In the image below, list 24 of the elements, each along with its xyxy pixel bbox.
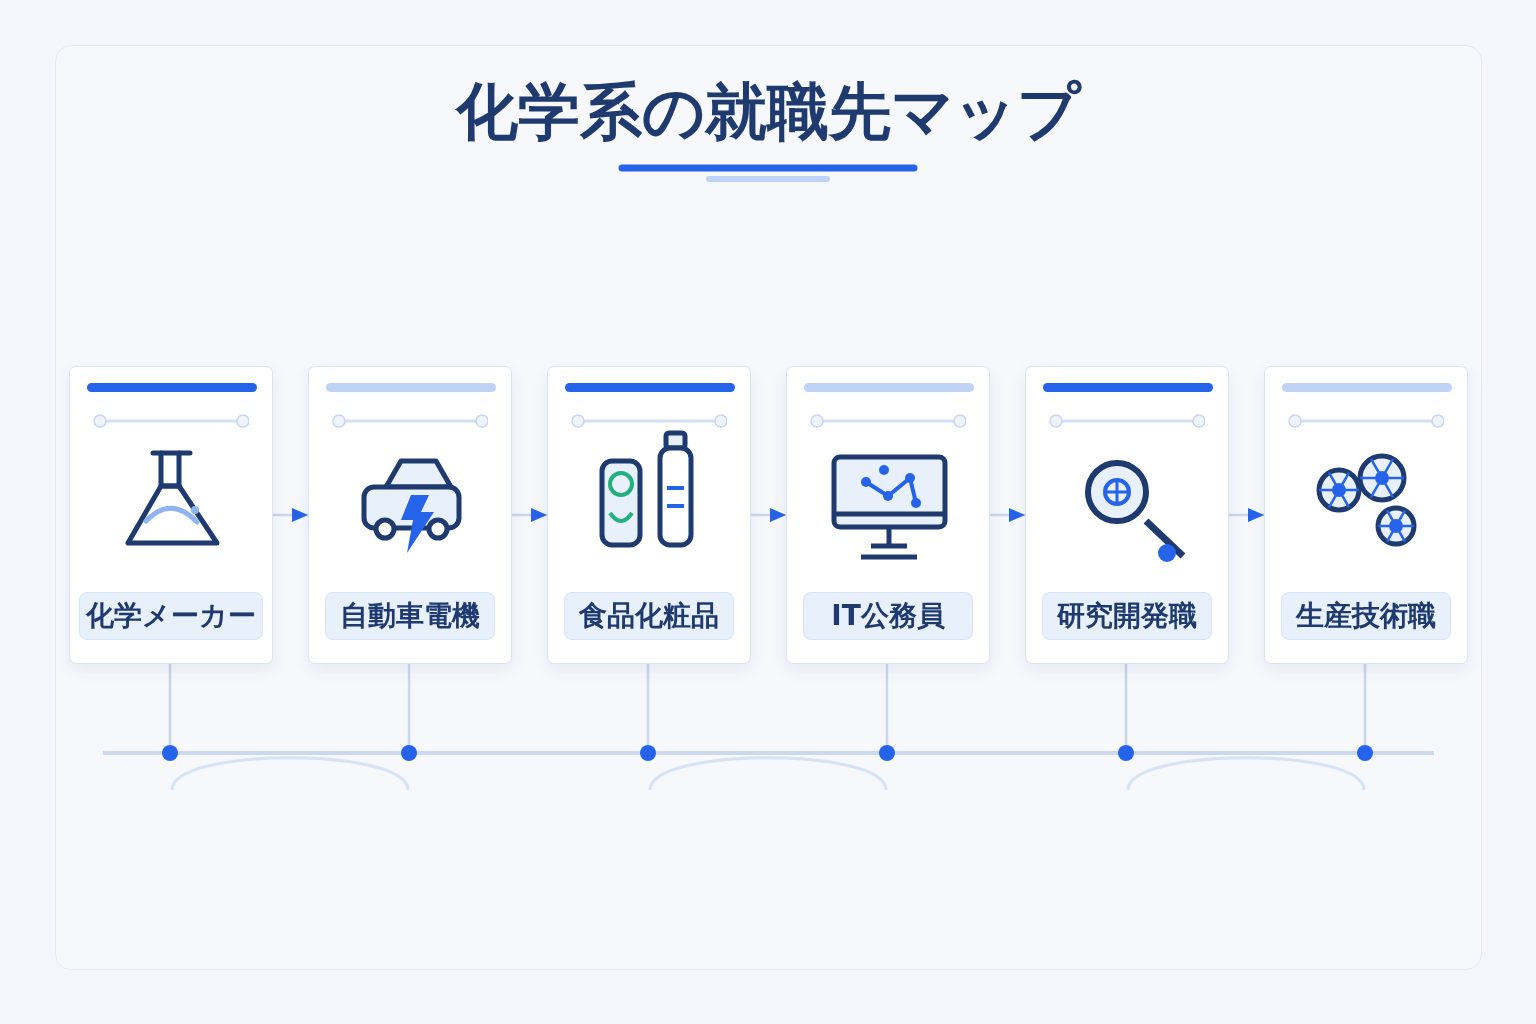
arrow [1229, 508, 1264, 522]
card [69, 366, 273, 664]
arrow [751, 508, 786, 522]
connector-line [1124, 664, 1128, 745]
arrow [990, 508, 1025, 522]
card [547, 366, 751, 664]
title: 化学系の就職先マップ [456, 75, 1080, 148]
connector-line [885, 664, 889, 745]
category-label: IT公務員 [803, 592, 973, 640]
arrow [273, 508, 308, 522]
connector-line [407, 664, 411, 745]
card [786, 366, 990, 664]
card [308, 366, 512, 664]
category-label: 食品化粧品 [564, 592, 734, 640]
category-label: 研究開発職 [1042, 592, 1212, 640]
category-label: 化学メーカー [79, 592, 263, 640]
arrow [512, 508, 547, 522]
connector-line [1363, 664, 1367, 745]
category-label: 生産技術職 [1281, 592, 1451, 640]
connector-line [646, 664, 650, 745]
card [1264, 366, 1468, 664]
category-label: 自動車電機 [325, 592, 495, 640]
connector-line [168, 664, 172, 745]
card [1025, 366, 1229, 664]
